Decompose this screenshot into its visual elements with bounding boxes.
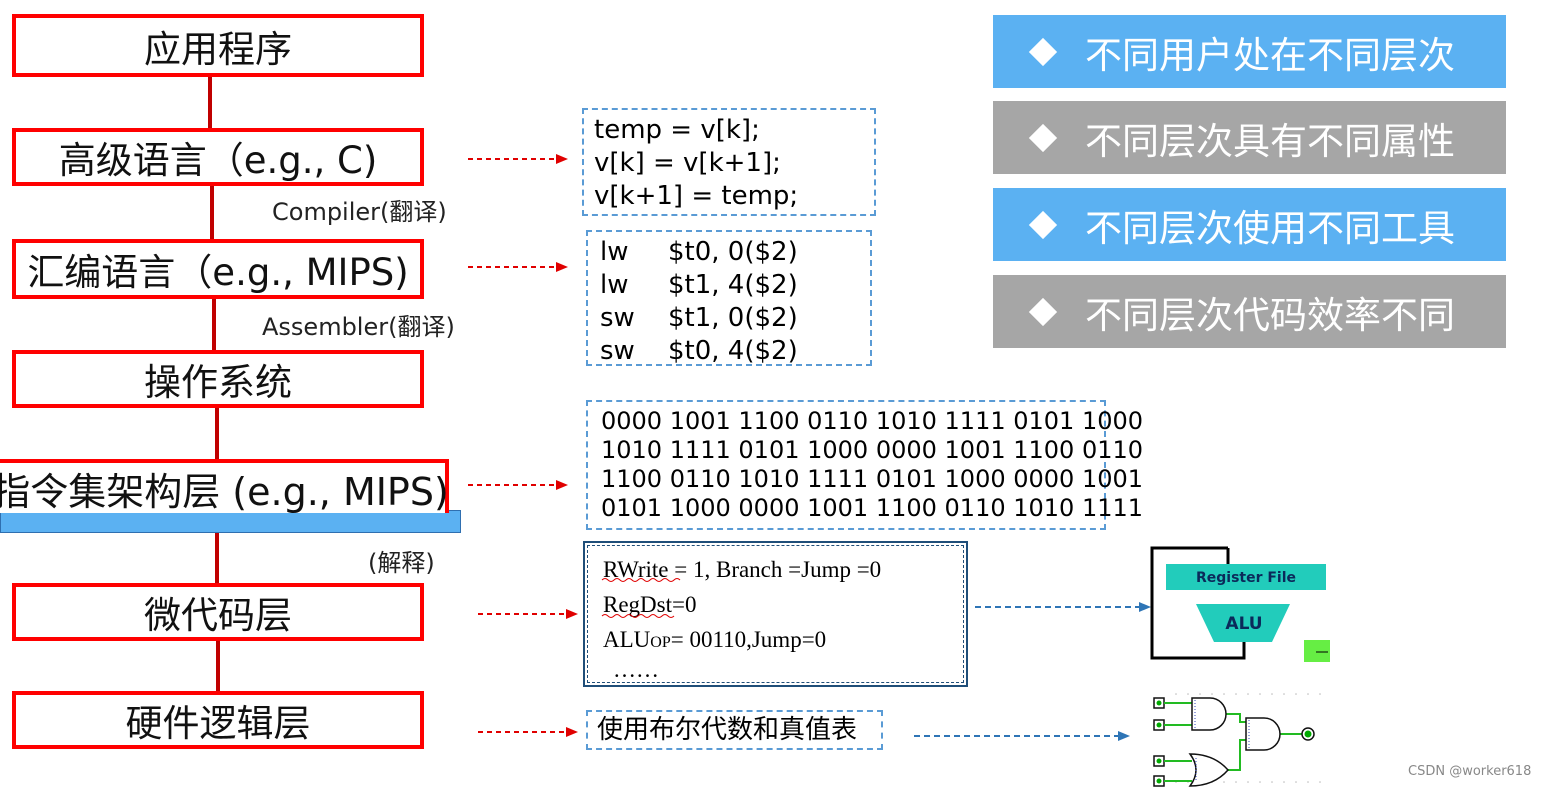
- diamond-bullet-icon: [1028, 297, 1058, 326]
- arrow-asm-to-code: [468, 262, 568, 272]
- register-file-label: Register File: [1195, 570, 1297, 586]
- asm-line: sw $t1, 0($2): [600, 302, 860, 335]
- point-text: 不同层次具有不同属性: [1085, 119, 1455, 163]
- layer-isa: 指令集架构层 (e.g., MIPS): [0, 459, 449, 514]
- asm-op: lw: [600, 270, 629, 300]
- alu-op-value: = 00110,Jump=0: [670, 627, 827, 652]
- asm-args: $t0, 0($2): [668, 237, 798, 267]
- binary-line: 0101 1000 0000 1001 1100 0110 1010 1111: [601, 494, 1144, 522]
- point-level-attributes: 不同层次具有不同属性: [993, 101, 1506, 174]
- point-text: 不同层次代码效率不同: [1085, 293, 1455, 337]
- signal-line: RegDst=0: [603, 592, 697, 617]
- asm-op: lw: [600, 237, 629, 267]
- point-code-efficiency: 不同层次代码效率不同: [993, 275, 1506, 348]
- arrow-signals-to-datapath: [975, 602, 1151, 612]
- point-text: 不同用户处在不同层次: [1085, 33, 1455, 77]
- asm-args: $t1, 0($2): [668, 303, 798, 333]
- arrow-truth-table-to-circuit: [914, 731, 1130, 741]
- connector-isa-micro: [215, 532, 219, 585]
- alu-op-prefix: ALU: [603, 627, 651, 652]
- signal-ellipsis: ……: [613, 657, 659, 682]
- asm-line: sw $t0, 4($2): [600, 335, 860, 368]
- asm-op: sw: [600, 336, 635, 366]
- asm-line: lw $t0, 0($2): [600, 236, 860, 269]
- assembler-label: Assembler(翻译): [262, 313, 455, 341]
- c-code-box: temp = v[k]; v[k] = v[k+1]; v[k+1] = tem…: [582, 108, 876, 216]
- interpret-label: (解释): [368, 549, 435, 577]
- binary-line: 1010 1111 0101 1000 0000 1001 1100 0110: [601, 436, 1144, 464]
- asm-line: lw $t1, 4($2): [600, 269, 860, 302]
- connector-asm-os: [212, 297, 216, 352]
- diamond-bullet-icon: [1028, 123, 1058, 152]
- layer-microcode: 微代码层: [12, 583, 424, 641]
- arrow-hw-to-truth-table: [478, 727, 578, 737]
- assembly-code-box: lw $t0, 0($2) lw $t1, 4($2) sw $t1, 0($2) s…: [586, 230, 872, 366]
- diamond-bullet-icon: [1028, 210, 1058, 239]
- layer-high-level-language: 高级语言（e.g., C): [12, 128, 424, 186]
- layer-operating-system: 操作系统: [12, 350, 424, 408]
- alu-label: ALU: [1225, 614, 1263, 634]
- point-level-tools: 不同层次使用不同工具: [993, 188, 1506, 261]
- signal-line: ALUOP= 00110,Jump=0: [603, 622, 966, 660]
- binary-line: 0000 1001 1100 0110 1010 1111 0101 1000: [601, 407, 1144, 435]
- asm-args: $t1, 4($2): [668, 270, 798, 300]
- arrow-high-to-c: [468, 154, 568, 164]
- asm-op: sw: [600, 303, 635, 333]
- binary-line: 1100 0110 1010 1111 0101 1000 0000 1001: [601, 465, 1144, 493]
- diamond-bullet-icon: [1028, 37, 1058, 66]
- c-code-line: v[k] = v[k+1];: [594, 148, 781, 178]
- arrow-micro-to-signals: [478, 609, 578, 619]
- asm-args: $t0, 4($2): [668, 336, 798, 366]
- layer-hardware-logic: 硬件逻辑层: [12, 691, 424, 749]
- alu-op-subscript: OP: [650, 634, 671, 651]
- connector-micro-hw: [216, 640, 220, 692]
- point-text: 不同层次使用不同工具: [1085, 206, 1455, 250]
- point-users-levels: 不同用户处在不同层次: [993, 15, 1506, 88]
- compiler-label: Compiler(翻译): [272, 198, 447, 226]
- watermark: CSDN @worker618: [1408, 764, 1532, 779]
- arrow-isa-to-binary: [468, 480, 568, 490]
- connector-high-asm: [210, 186, 214, 241]
- layer-application: 应用程序: [12, 14, 424, 77]
- layer-assembly-language: 汇编语言（e.g., MIPS): [12, 239, 424, 299]
- signal-line: RWrite = 1, Branch =Jump =0: [603, 557, 882, 582]
- control-signals-box: RWrite = 1, Branch =Jump =0 RegDst=0 ALU…: [583, 541, 968, 687]
- connector-app-high: [208, 75, 212, 130]
- logic-circuit-diagram: [1153, 693, 1321, 787]
- binary-code-box: 0000 1001 1100 0110 1010 1111 0101 1000 …: [586, 400, 1144, 530]
- connector-os-isa: [215, 407, 219, 462]
- c-code-line: temp = v[k];: [594, 115, 760, 145]
- datapath-diagram: [1150, 546, 1330, 662]
- c-code-line: v[k+1] = temp;: [594, 181, 799, 211]
- truth-table-box: 使用布尔代数和真值表: [586, 710, 883, 750]
- spellcheck-squiggles: [601, 578, 681, 618]
